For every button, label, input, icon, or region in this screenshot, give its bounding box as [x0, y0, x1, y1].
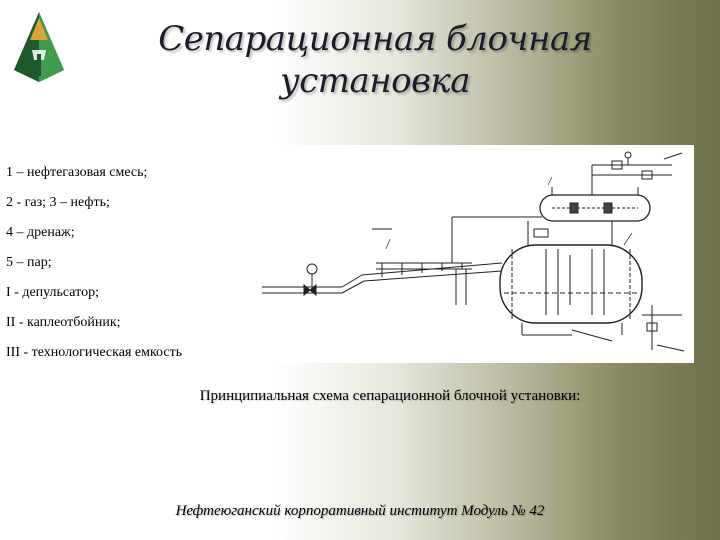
drain-lines: [522, 305, 685, 352]
separation-unit-schematic: [252, 145, 694, 363]
technological-vessel: [499, 221, 643, 335]
legend-item: 2 - газ; 3 – нефть;: [6, 195, 110, 210]
pyramid-logo-icon: [10, 10, 68, 84]
footer-text: Нефтеюганский корпоративный институт Мод…: [175, 503, 545, 519]
legend-list: 1 – нефтегазовая смесь; 2 - газ; 3 – неф…: [6, 158, 256, 368]
legend-item: I - депульсатор;: [6, 285, 99, 300]
title-line-2: установка: [279, 61, 471, 101]
diagram-caption: Принципиальная схема сепарационной блочн…: [199, 388, 581, 404]
legend-item: 1 – нефтегазовая смесь;: [6, 165, 148, 180]
legend-item: III - технологическая емкость: [6, 345, 183, 360]
droplet-separator-vessel: [539, 187, 651, 222]
legend-item: II - каплеотбойник;: [6, 315, 121, 330]
page-title: Сепарационная блочная установка: [150, 18, 600, 102]
gas-outlet-piping: [591, 151, 683, 195]
inlet-valve: [303, 263, 318, 297]
depulsator-pipe: [262, 262, 503, 305]
gas-return-line: [372, 216, 542, 263]
legend-item: 5 – пар;: [6, 255, 52, 270]
title-line-1: Сепарационная блочная: [158, 19, 592, 59]
legend-item: 4 – дренаж;: [6, 225, 75, 240]
